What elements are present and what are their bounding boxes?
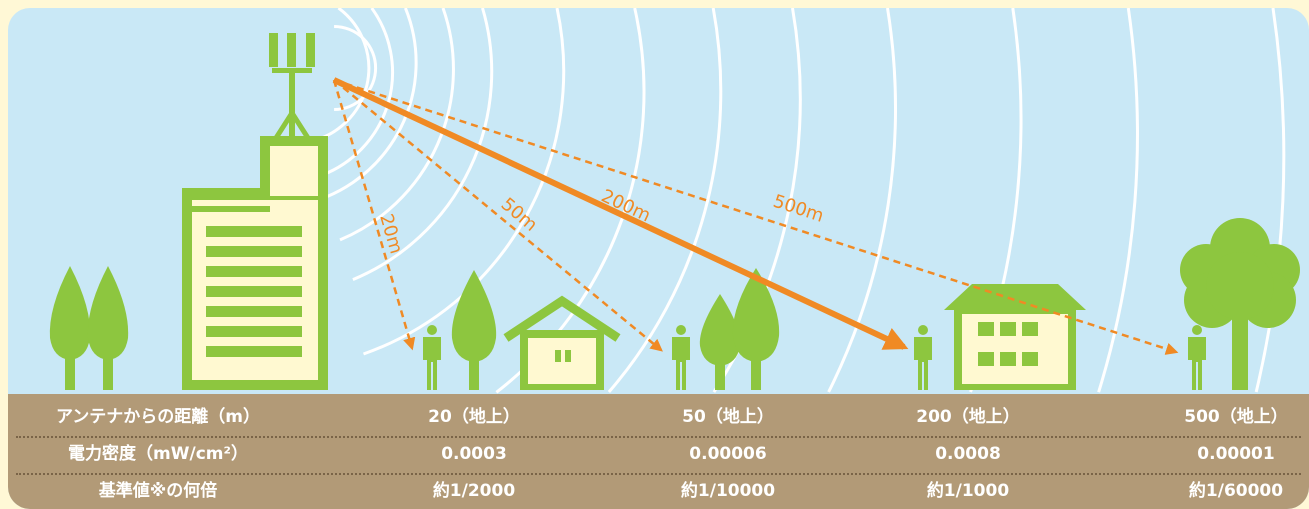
table-cell: 200（地上） <box>916 407 1020 427</box>
tall-building-icon <box>182 136 328 390</box>
scene-illustration: 20m 50m 200m 500m <box>49 8 1300 394</box>
distance-label-500m: 500m <box>770 191 826 227</box>
distance-arrows <box>332 77 1179 355</box>
tree-icon <box>699 268 780 390</box>
row-label: アンテナからの距離（m） <box>55 407 261 427</box>
round-tree-icon <box>1180 218 1300 390</box>
tree-icon <box>49 266 91 390</box>
table-cell: 500（地上） <box>1184 407 1288 427</box>
arrow-200m <box>332 77 909 350</box>
table-cell: 0.00006 <box>689 444 767 464</box>
wave-arc <box>607 8 723 393</box>
table-row-ratio: 基準値※の何倍 約1/2000 約1/10000 約1/1000 約1/6000… <box>8 473 1309 509</box>
person-icon <box>672 325 690 390</box>
wave-arc <box>1097 8 1139 393</box>
table-cell: 約1/60000 <box>1188 481 1284 501</box>
wave-arc <box>1254 8 1286 393</box>
table-cell: 約1/2000 <box>432 481 516 501</box>
table-row-power-density: 電力密度（mW/cm²） 0.0003 0.00006 0.0008 0.000… <box>8 436 1309 473</box>
wave-arc <box>352 8 494 281</box>
table-cell: 50（地上） <box>682 407 774 427</box>
table-row-distance: アンテナからの距離（m） 20（地上） 50（地上） 200（地上） 500（地… <box>8 399 1309 436</box>
radio-waves <box>296 8 1286 394</box>
wave-arc <box>339 8 455 242</box>
wave-arc <box>296 8 418 207</box>
arrow-20m <box>332 79 416 351</box>
table-cell: 0.00001 <box>1197 444 1275 464</box>
wave-arc <box>827 8 897 393</box>
table-cell: 約1/10000 <box>680 481 776 501</box>
person-icon <box>1188 325 1206 390</box>
tree-icon <box>451 270 497 390</box>
distance-label-200m: 200m <box>598 185 654 226</box>
house-icon <box>503 295 621 390</box>
row-divider <box>16 473 1301 475</box>
arrow-500m <box>333 78 1179 355</box>
row-divider <box>16 436 1301 438</box>
apartment-icon <box>944 284 1086 390</box>
wave-arc <box>334 25 378 111</box>
table-cell: 0.0003 <box>441 444 507 464</box>
diagram-frame: 20m 50m 200m 500m アンテナからの距離（m） 20（地上） 50… <box>8 8 1309 509</box>
antenna-icon <box>269 33 315 148</box>
row-label: 基準値※の何倍 <box>98 481 218 501</box>
table-cell: 0.0008 <box>935 444 1001 464</box>
table-cell: 約1/1000 <box>926 481 1010 501</box>
data-table: アンテナからの距離（m） 20（地上） 50（地上） 200（地上） 500（地… <box>8 394 1309 509</box>
tree-icon <box>87 266 129 390</box>
row-label: 電力密度（mW/cm²） <box>68 444 248 464</box>
wave-arc <box>307 8 371 144</box>
person-icon <box>914 325 932 390</box>
wave-arc <box>363 8 566 356</box>
table-cell: 20（地上） <box>428 407 520 427</box>
arrow-50m <box>333 79 663 352</box>
person-icon <box>423 325 441 390</box>
